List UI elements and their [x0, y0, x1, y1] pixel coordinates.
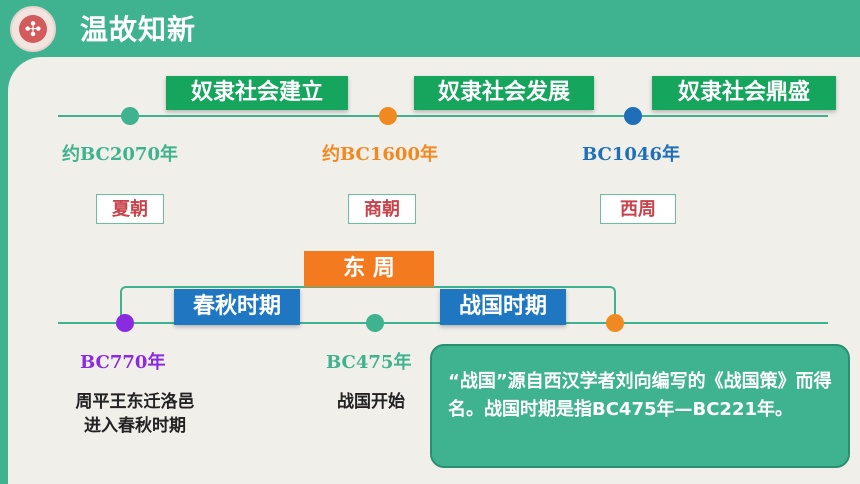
timeline-dot-xizhou: [624, 107, 642, 125]
east-zhou-bracket: [120, 286, 616, 322]
label-slavery-developed: 奴隶社会发展: [414, 76, 594, 110]
date-shang: 约BC1600年: [322, 144, 438, 165]
header-bar: ✣ 温故知新: [0, 0, 860, 58]
timeline-dot-475: [366, 314, 384, 332]
date-xizhou: BC1046年: [582, 144, 680, 165]
period-spring-autumn: 春秋时期: [174, 289, 300, 325]
period-warring-states: 战国时期: [440, 289, 566, 325]
timeline-dot-xia: [121, 107, 139, 125]
event-warring-start: 战国开始: [337, 392, 405, 412]
east-zhou-label: 东 周: [304, 251, 434, 287]
timeline-dot-770: [116, 314, 134, 332]
page-title: 温故知新: [80, 13, 197, 46]
dynasty-shang: 商朝: [348, 194, 416, 224]
dynasty-xizhou: 西周: [600, 194, 676, 224]
date-770: BC770年: [80, 352, 166, 373]
timeline-dot-shang: [379, 107, 397, 125]
label-slavery-peak: 奴隶社会鼎盛: [652, 76, 836, 110]
puzzle-icon: ✣: [19, 15, 47, 43]
label-slavery-established: 奴隶社会建立: [166, 76, 348, 110]
event-east-move: 周平王东迁洛邑 进入春秋时期: [75, 392, 195, 436]
date-475: BC475年: [326, 352, 412, 373]
date-xia: 约BC2070年: [62, 144, 178, 165]
warring-states-callout: “战国”源自西汉学者刘向编写的《战国策》而得名。战国时期是指BC475年—BC2…: [430, 344, 850, 468]
dynasty-xia: 夏朝: [96, 194, 164, 224]
logo: ✣: [10, 6, 56, 52]
timeline-dot-221: [606, 314, 624, 332]
timeline-line-1: [58, 115, 828, 117]
